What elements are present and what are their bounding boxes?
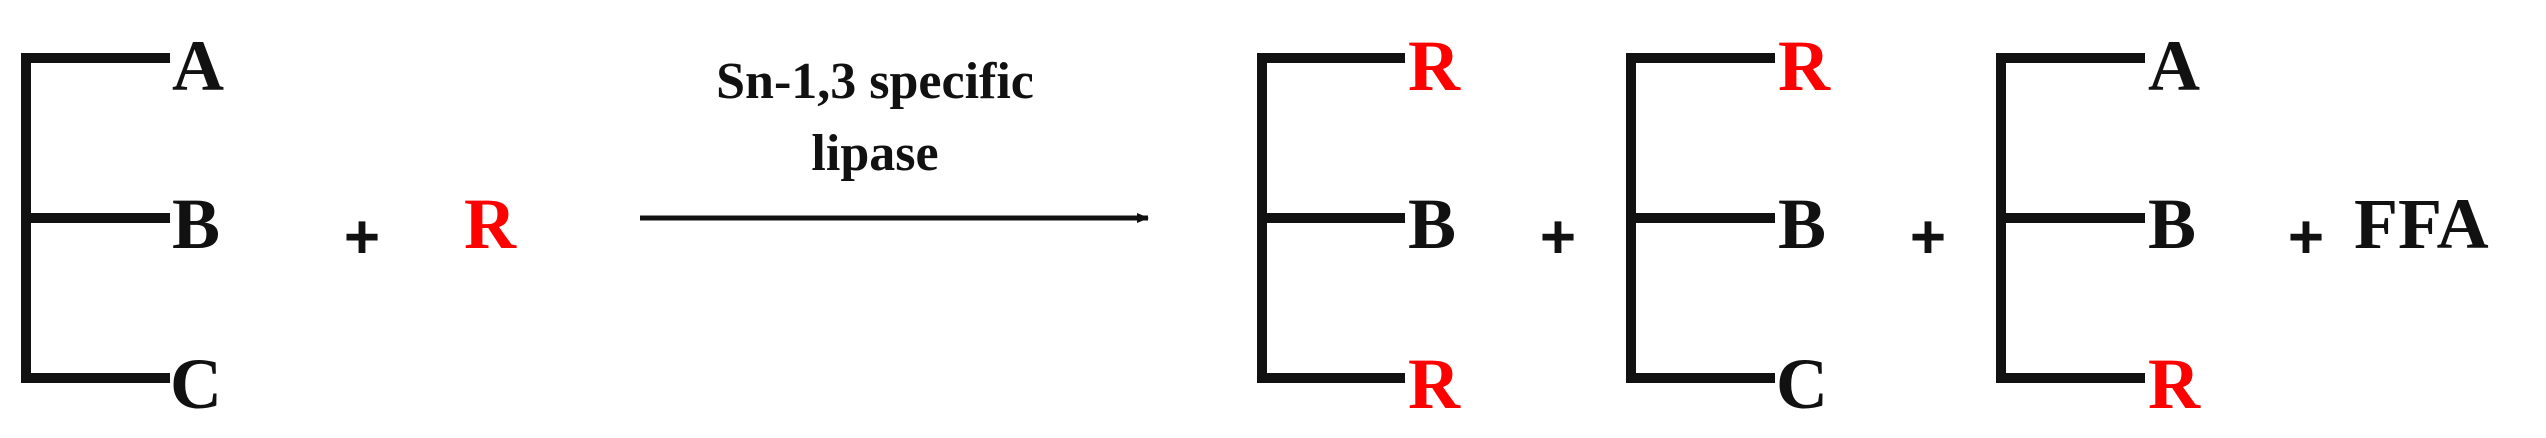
product-1-sn3-label: R xyxy=(1408,344,1461,424)
product-3-sn2-label: B xyxy=(2148,184,2196,264)
glycerol-backbone xyxy=(21,53,170,383)
product-triglyceride-3: A B R xyxy=(1996,26,2201,424)
glycerol-backbone xyxy=(1996,53,2145,383)
plus-sign: + xyxy=(344,203,380,272)
glycerol-backbone xyxy=(1257,53,1405,383)
plus-sign: + xyxy=(2288,203,2324,272)
byproduct-label: FFA xyxy=(2354,184,2489,264)
product-1-sn2-label: B xyxy=(1408,184,1456,264)
product-3-sn1-label: A xyxy=(2148,26,2200,106)
reactant-sn3-label: C xyxy=(170,344,222,424)
reactant-sn1-label: A xyxy=(172,26,224,106)
arrow-condition-line1: Sn-1,3 specific xyxy=(716,53,1034,110)
product-triglyceride-2: R B C xyxy=(1626,26,1831,424)
product-3-sn3-label: R xyxy=(2148,344,2201,424)
product-2-sn3-label: C xyxy=(1776,344,1828,424)
plus-sign: + xyxy=(1540,203,1576,272)
product-2-sn1-label: R xyxy=(1778,26,1831,106)
reactant-sn2-label: B xyxy=(172,184,220,264)
product-2-sn2-label: B xyxy=(1778,184,1826,264)
reagent-label: R xyxy=(464,184,517,264)
reactant-triglyceride: A B C xyxy=(21,26,224,424)
arrow-condition-line2: lipase xyxy=(811,125,938,182)
plus-sign: + xyxy=(1910,203,1946,272)
product-1-sn1-label: R xyxy=(1408,26,1461,106)
product-triglyceride-1: R B R xyxy=(1257,26,1461,424)
glycerol-backbone xyxy=(1626,53,1775,383)
reaction-arrow: Sn-1,3 specific lipase xyxy=(640,53,1149,223)
